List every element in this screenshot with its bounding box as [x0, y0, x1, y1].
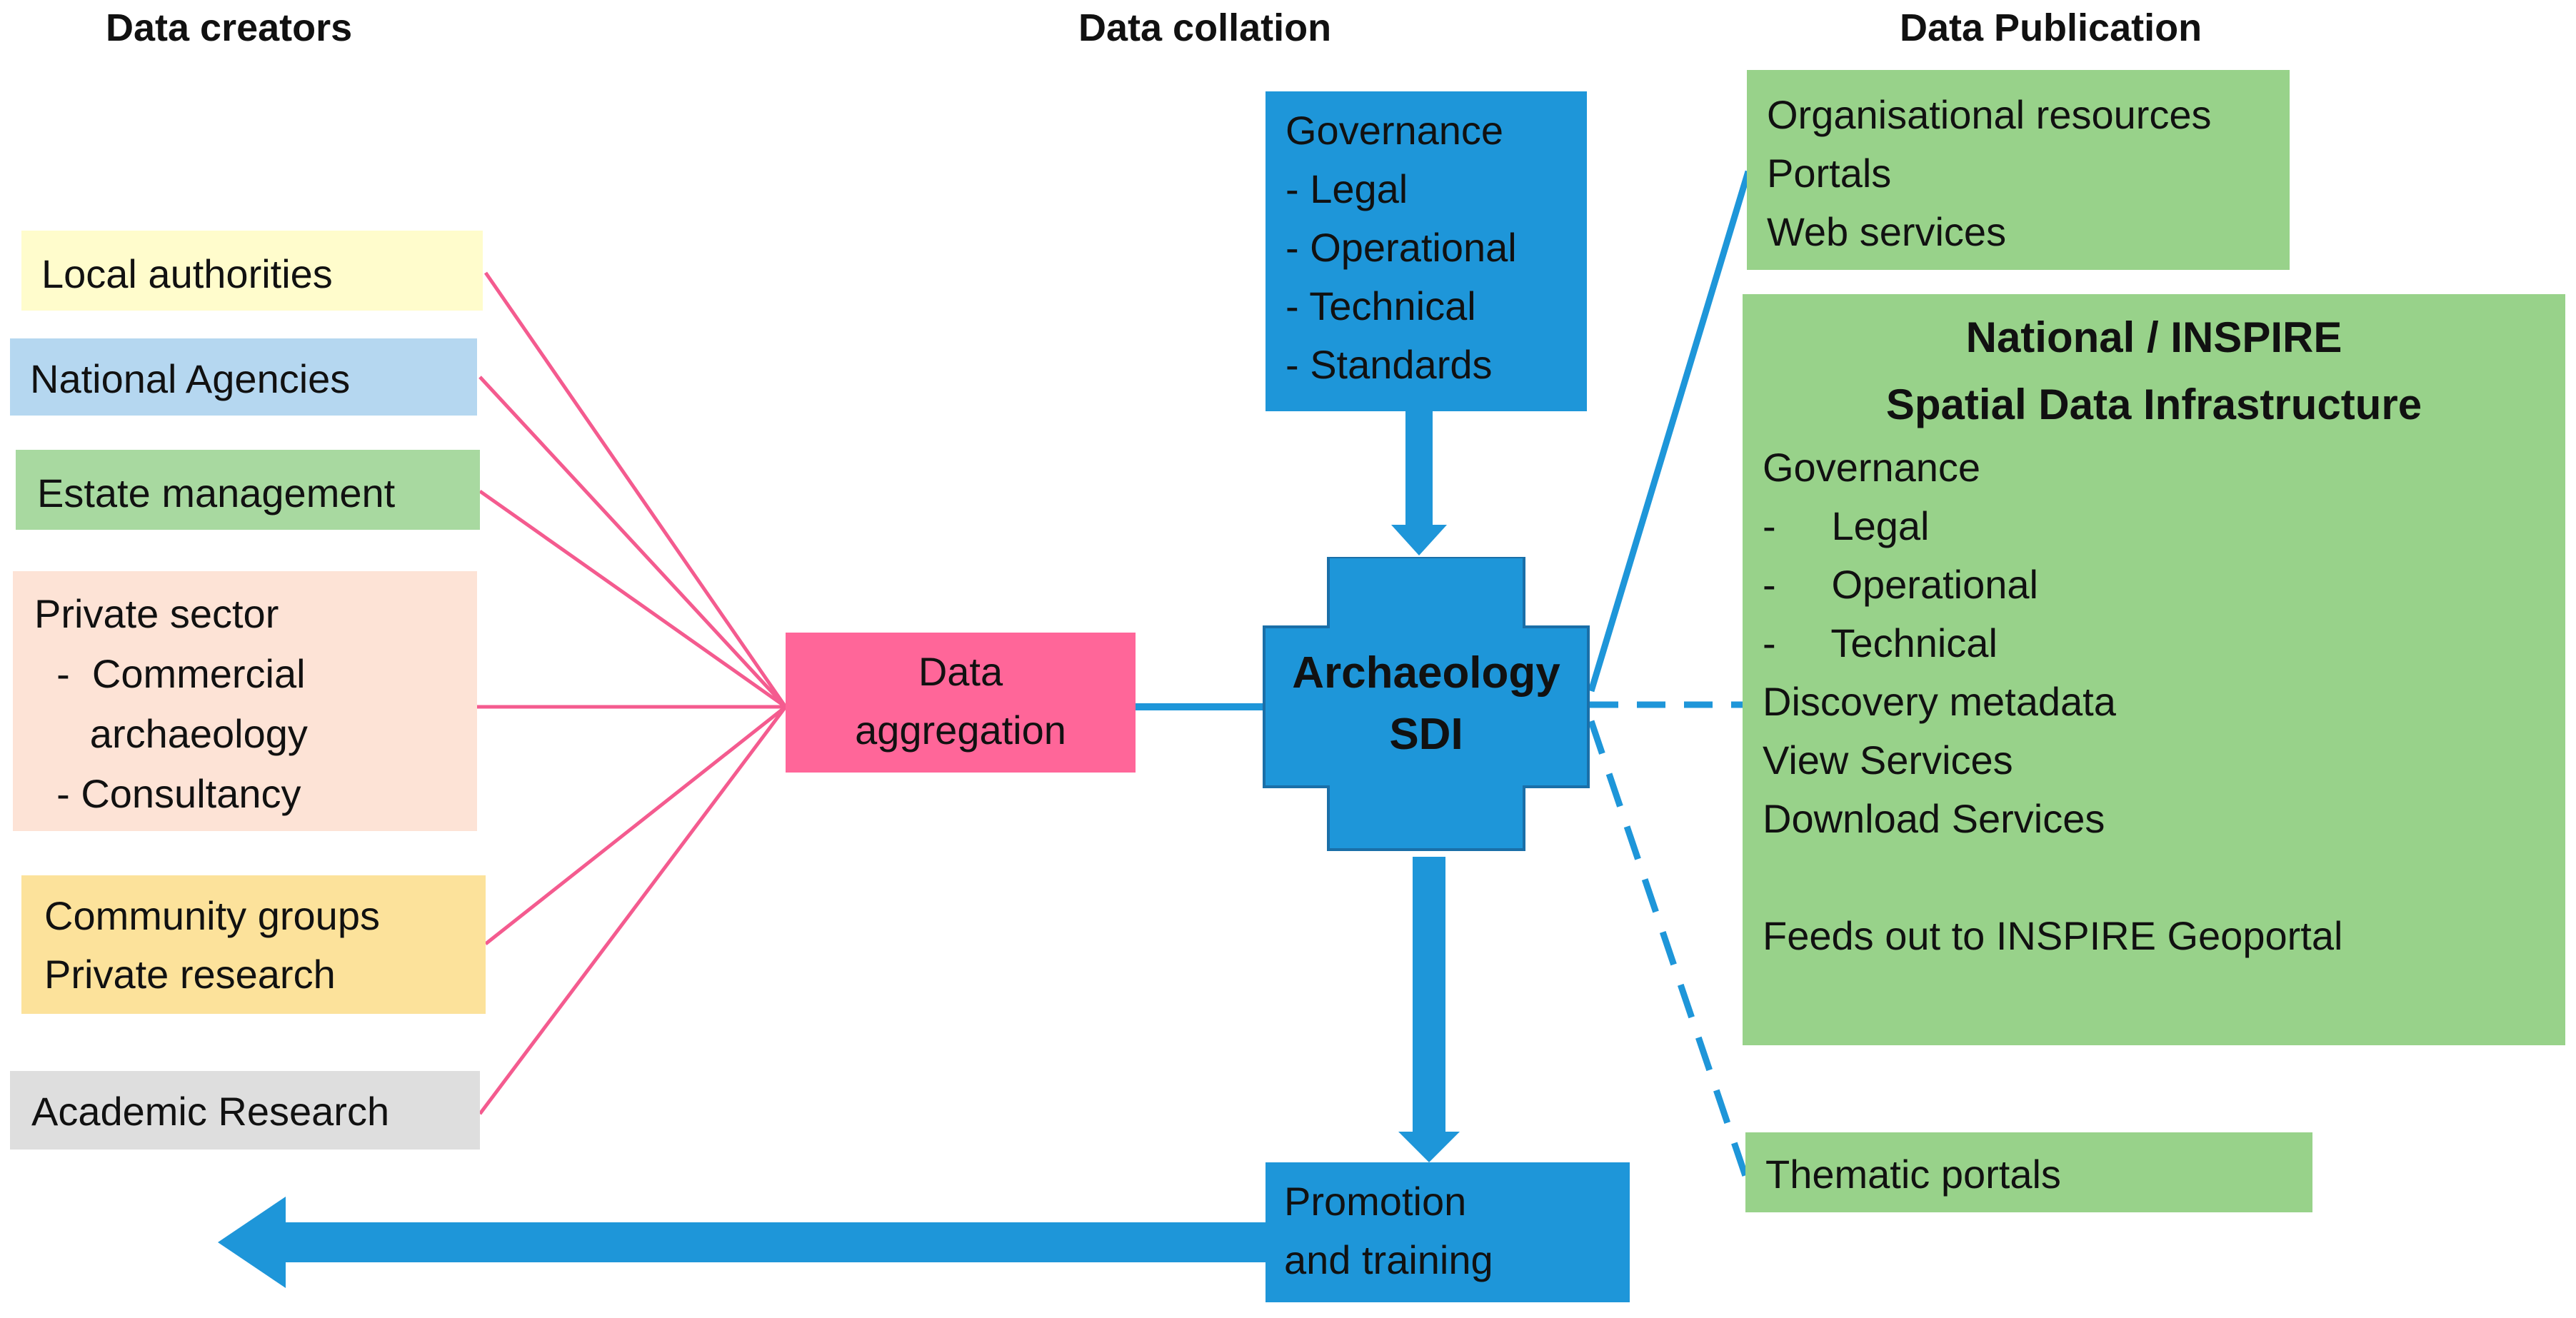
connector-national-agencies	[478, 376, 787, 708]
governance-line-4: - Technical	[1286, 283, 1476, 328]
national-body: Governance - Legal - Operational - Techn…	[1763, 438, 2565, 965]
national-line-1: Governance	[1763, 445, 1981, 490]
data-aggregation-line-1: Data	[918, 649, 1003, 694]
header-data-creators: Data creators	[106, 6, 353, 49]
creator-national-agencies-label: National Agencies	[30, 356, 351, 401]
connector-sdi-thematic	[1588, 720, 1750, 1179]
promotion-training-box: Promotion and training	[1266, 1162, 1630, 1302]
creator-academic-research-label: Academic Research	[31, 1089, 390, 1134]
creator-private-sector-line-1: Private sector	[34, 591, 279, 636]
creator-community-groups: Community groups Private research	[21, 875, 486, 1014]
promotion-training-line-2: and training	[1284, 1237, 1493, 1282]
national-line-2: - Legal	[1763, 503, 1930, 548]
archaeology-sdi-line-2: SDI	[1389, 710, 1463, 759]
creator-academic-research: Academic Research	[10, 1071, 480, 1150]
creator-private-sector-line-2: - Commercial	[34, 651, 306, 696]
promotion-training-line-1: Promotion	[1284, 1179, 1467, 1224]
national-line-6: View Services	[1763, 738, 2013, 783]
governance-line-1: Governance	[1286, 108, 1504, 153]
arrow-promotion-head	[1398, 1132, 1460, 1162]
arrow-promotion-shaft	[1413, 857, 1445, 1132]
archaeology-sdi-label: Archaeology SDI	[1258, 643, 1594, 778]
publication-resources-line-2: Portals	[1767, 151, 1892, 196]
creator-national-agencies: National Agencies	[10, 338, 477, 416]
creator-private-sector-line-3: archaeology	[34, 711, 308, 756]
national-line-8	[1763, 848, 2565, 907]
creator-community-groups-line-1: Community groups	[44, 893, 380, 938]
publication-thematic-box: Thematic portals	[1745, 1132, 2312, 1212]
connector-community-groups	[484, 705, 787, 945]
creator-local-authorities-label: Local authorities	[41, 251, 333, 296]
data-aggregation-box: Data aggregation	[786, 633, 1136, 773]
creator-private-sector-line-4: - Consultancy	[34, 771, 301, 816]
creator-estate-management-label: Estate management	[37, 471, 396, 515]
national-line-4: - Technical	[1763, 620, 1998, 665]
governance-box: Governance - Legal - Operational - Techn…	[1266, 91, 1587, 411]
connector-academic-research	[478, 705, 787, 1115]
national-line-3: - Operational	[1763, 562, 2038, 607]
header-data-collation: Data collation	[1078, 6, 1332, 49]
national-line-5: Discovery metadata	[1763, 679, 2116, 724]
connector-estate-management	[478, 489, 787, 709]
arrow-left-head	[218, 1197, 286, 1288]
governance-line-5: - Standards	[1286, 342, 1493, 387]
governance-line-2: - Legal	[1286, 166, 1408, 211]
connector-sdi-resources	[1588, 170, 1752, 693]
header-data-publication: Data Publication	[1900, 6, 2202, 49]
archaeology-sdi-shape	[1263, 557, 1590, 851]
creator-private-sector: Private sector - Commercial archaeology …	[13, 571, 477, 831]
publication-resources-line-3: Web services	[1767, 209, 2007, 254]
archaeology-sdi-line-1: Archaeology	[1292, 648, 1560, 698]
national-title-line-2: Spatial Data Infrastructure	[1885, 381, 2422, 428]
arrow-governance-head	[1391, 525, 1447, 555]
archaeology-sdi-cross	[1263, 557, 1590, 851]
national-title-line-1: National / INSPIRE	[1965, 313, 2342, 361]
connector-local-authorities	[483, 271, 788, 708]
publication-resources-box: Organisational resources Portals Web ser…	[1747, 70, 2290, 270]
arrow-left-shaft	[286, 1222, 1266, 1262]
national-line-9: Feeds out to INSPIRE Geoportal	[1763, 913, 2343, 958]
arrow-governance-shaft	[1405, 411, 1433, 525]
creator-estate-management: Estate management	[16, 450, 480, 530]
national-title: National / INSPIRE Spatial Data Infrastr…	[1743, 304, 2565, 438]
national-line-7: Download Services	[1763, 796, 2105, 841]
publication-resources-line-1: Organisational resources	[1767, 92, 2212, 137]
publication-thematic-label: Thematic portals	[1765, 1152, 2061, 1197]
creator-community-groups-line-2: Private research	[44, 952, 336, 997]
publication-national-box: National / INSPIRE Spatial Data Infrastr…	[1743, 294, 2565, 1045]
creator-local-authorities: Local authorities	[21, 231, 483, 311]
governance-line-3: - Operational	[1286, 225, 1517, 270]
data-aggregation-line-2: aggregation	[855, 708, 1066, 753]
